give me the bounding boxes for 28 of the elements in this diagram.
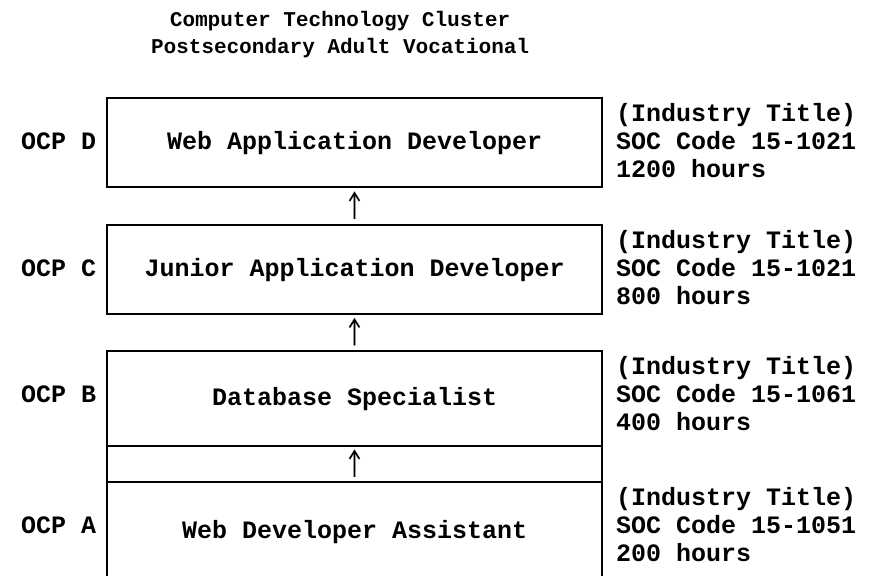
job-detail: 200 hours bbox=[616, 540, 752, 568]
job-detail: 400 hours bbox=[616, 410, 752, 438]
job-title: Web Application Developer bbox=[166, 128, 542, 156]
job-detail: SOC Code 15-1061 bbox=[616, 382, 858, 410]
level-label: OCP A bbox=[20, 512, 96, 540]
job-detail: (Industry Title) bbox=[616, 228, 858, 256]
arrow bbox=[348, 450, 360, 477]
job-box bbox=[106, 224, 603, 315]
job-box bbox=[106, 97, 603, 188]
job-title: Database Specialist bbox=[212, 384, 498, 412]
job-detail: (Industry Title) bbox=[616, 100, 858, 128]
job-title: Web Developer Assistant bbox=[182, 518, 528, 546]
job-box bbox=[106, 481, 603, 576]
job-detail: SOC Code 15-1051 bbox=[616, 512, 858, 540]
arrow bbox=[348, 192, 360, 219]
job-detail: 800 hours bbox=[616, 284, 752, 312]
level-label: OCP C bbox=[20, 256, 96, 284]
level-label: OCP B bbox=[20, 382, 96, 410]
arrow bbox=[348, 318, 360, 346]
job-detail: (Industry Title) bbox=[616, 484, 858, 512]
job-box bbox=[106, 350, 603, 447]
job-detail: (Industry Title) bbox=[616, 354, 858, 382]
level-label: OCP D bbox=[20, 128, 96, 156]
job-title: Junior Application Developer bbox=[144, 256, 565, 284]
job-detail: SOC Code 15-1021 bbox=[616, 256, 858, 284]
job-detail: 1200 hours bbox=[616, 156, 768, 184]
job-detail: SOC Code 15-1021 bbox=[616, 128, 858, 156]
diagram-title: Computer Technology Cluster Postsecondary Adult Vocational bbox=[150, 9, 530, 62]
